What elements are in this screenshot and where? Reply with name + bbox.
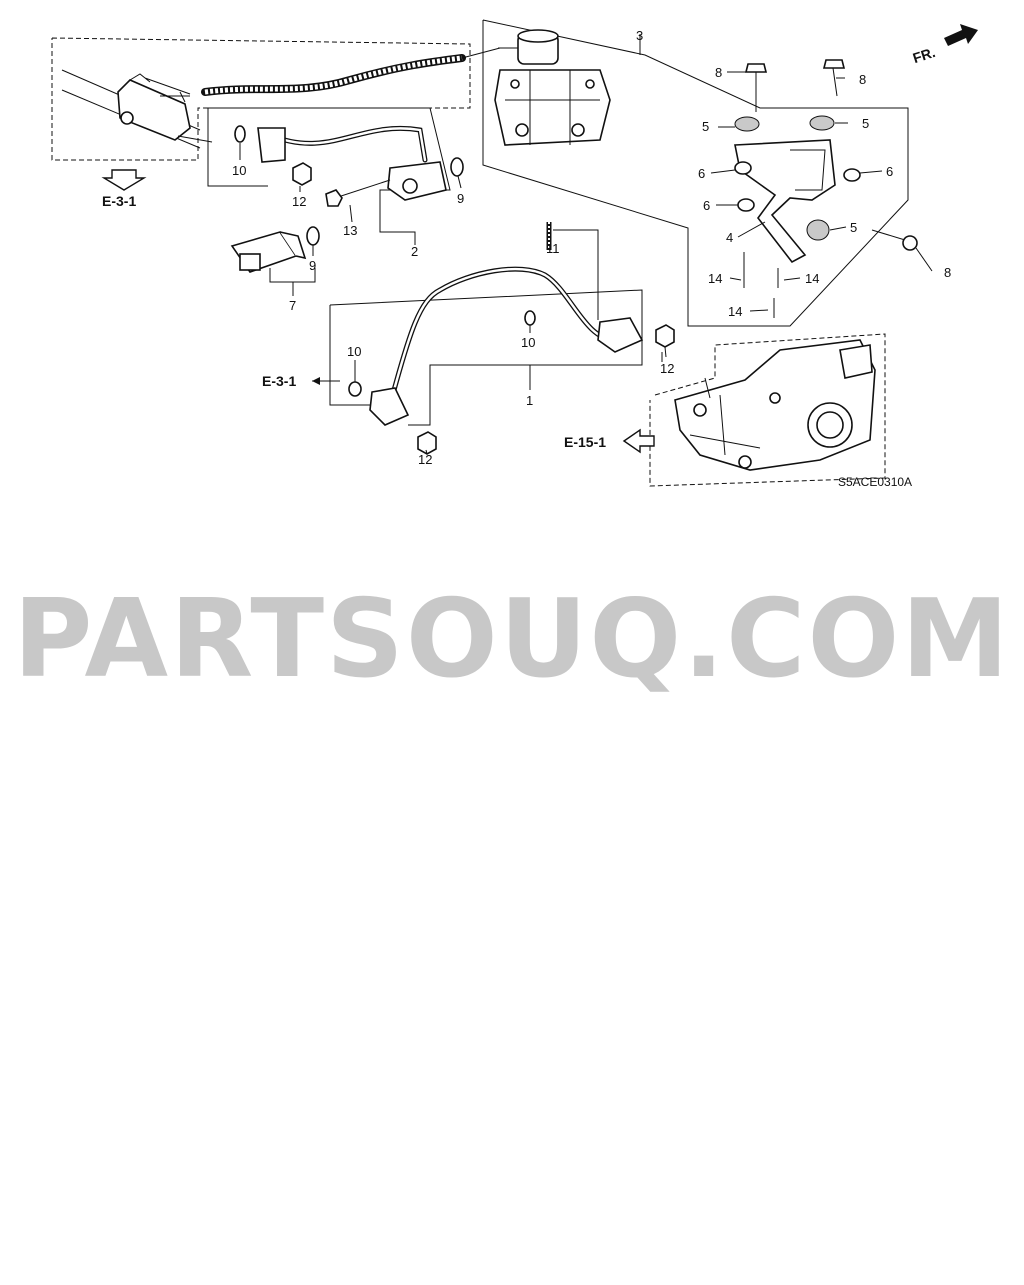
callout-12c[interactable]: 12 [418, 452, 432, 467]
leader-lines [239, 34, 933, 455]
callout-5c[interactable]: 5 [850, 220, 857, 235]
callout-8c[interactable]: 8 [944, 265, 951, 280]
bolt-13 [325, 179, 391, 207]
collars-6 [734, 161, 861, 212]
callout-2[interactable]: 2 [411, 244, 418, 259]
fuel-pressure-sensor [230, 231, 307, 273]
callout-7[interactable]: 7 [289, 298, 296, 313]
front-direction-arrow [944, 24, 978, 46]
reference-arrow-e31-top [101, 169, 147, 191]
mounting-bracket-4 [734, 139, 836, 264]
fuel-rail-clip [61, 69, 213, 149]
rubber-mounts-5 [734, 115, 835, 241]
flange-nuts [292, 162, 675, 455]
vacuum-hose [201, 47, 501, 96]
reference-arrow-e151 [622, 428, 655, 454]
callout-8a[interactable]: 8 [715, 65, 722, 80]
callout-10c[interactable]: 10 [521, 335, 535, 350]
fuel-pipe-1 [369, 266, 644, 426]
callout-12a[interactable]: 12 [292, 194, 306, 209]
callout-12b[interactable]: 12 [660, 361, 674, 376]
callout-6a[interactable]: 6 [698, 166, 705, 181]
callout-14a[interactable]: 14 [708, 271, 722, 286]
watermark: PARTSOUQ.COM [13, 577, 1011, 702]
callout-3[interactable]: 3 [636, 28, 643, 43]
fuel-pipe-2 [257, 125, 447, 201]
thermostat-housing [674, 339, 876, 471]
callout-9a[interactable]: 9 [457, 191, 464, 206]
reference-label-e31-top[interactable]: E-3-1 [102, 193, 136, 209]
front-direction-label: FR. [911, 44, 937, 66]
callout-10b[interactable]: 10 [347, 344, 361, 359]
group-lines [207, 19, 909, 426]
callout-13[interactable]: 13 [343, 223, 357, 238]
callout-4[interactable]: 4 [726, 230, 733, 245]
callout-6c[interactable]: 6 [703, 198, 710, 213]
bolts-8 [744, 59, 918, 251]
pressure-regulator-assembly [494, 29, 611, 146]
callout-5b[interactable]: 5 [862, 116, 869, 131]
reference-label-e151[interactable]: E-15-1 [564, 434, 606, 450]
callout-5a[interactable]: 5 [702, 119, 709, 134]
bolts-14 [743, 252, 779, 318]
dashed-box-thermostat-housing [649, 333, 886, 487]
reference-label-e31-middle[interactable]: E-3-1 [262, 373, 296, 389]
callout-11[interactable]: 11 [546, 241, 560, 256]
callout-14b[interactable]: 14 [805, 271, 819, 286]
callout-9b[interactable]: 9 [309, 258, 316, 273]
dashed-box-top-left [51, 37, 471, 161]
reference-arrow-e31-middle [312, 377, 340, 385]
callout-10a[interactable]: 10 [232, 163, 246, 178]
callout-8b[interactable]: 8 [859, 72, 866, 87]
callout-14c[interactable]: 14 [728, 304, 742, 319]
callout-6b[interactable]: 6 [886, 164, 893, 179]
drawing-code: S5ACE0310A [838, 475, 912, 489]
callout-1[interactable]: 1 [526, 393, 533, 408]
